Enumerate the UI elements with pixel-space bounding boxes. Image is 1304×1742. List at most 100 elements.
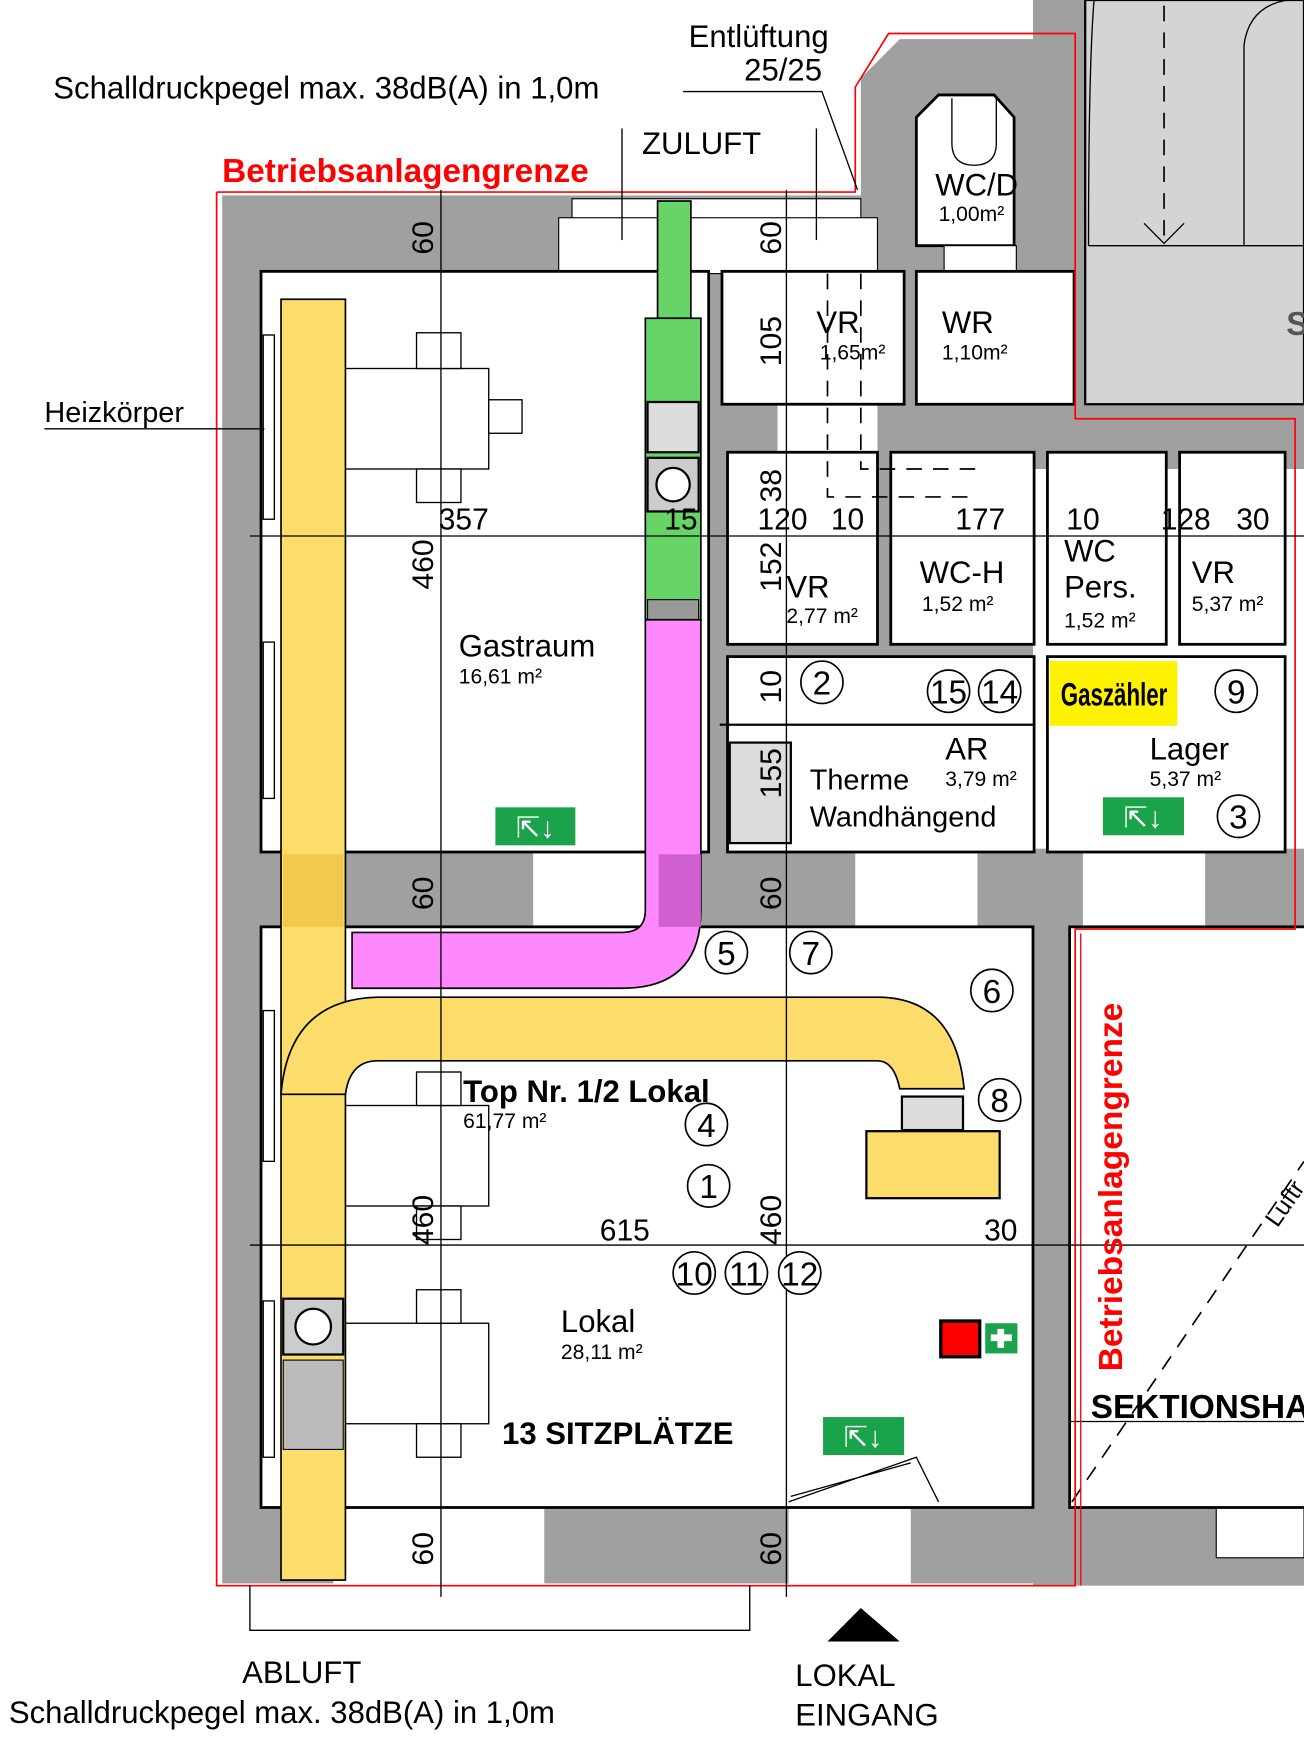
room-wcp-area: 1,52 m² xyxy=(1064,610,1136,633)
marker-6: 6 xyxy=(969,968,1014,1013)
dimension-labels: 60 357 460 15 60 105 38 120 10 177 10 12… xyxy=(407,221,1269,1565)
fan-circle xyxy=(655,466,691,503)
room-wr xyxy=(914,269,1076,406)
room-gastraum-name: Gastraum xyxy=(459,629,595,664)
gas-meter-box xyxy=(1049,661,1178,726)
markers: 1 2 3 4 5 6 7 8 9 10 11 12 14 15 xyxy=(672,660,1261,1296)
marker-2: 2 xyxy=(800,660,844,705)
ac-unit xyxy=(865,1130,1001,1200)
entrance-label-2: EINGANG xyxy=(795,1697,938,1732)
dim: 60 xyxy=(755,877,788,911)
entrance-label-1: LOKAL xyxy=(795,1658,895,1693)
opening xyxy=(855,852,978,927)
svg-text:⇱↓: ⇱↓ xyxy=(844,1422,883,1454)
ar-separator xyxy=(719,723,1035,726)
exhaust-filter-icon xyxy=(282,1359,344,1450)
exit-sign: ⇱↓ xyxy=(495,807,576,846)
room-wr-area: 1,10m² xyxy=(942,342,1008,365)
room-lager-area: 5,37 m² xyxy=(1150,768,1222,791)
stair-arc xyxy=(1087,0,1304,247)
exit-sign: ⇱↓ xyxy=(823,1417,905,1456)
marker-8: 8 xyxy=(977,1077,1022,1122)
ac-fan-icon xyxy=(900,1095,965,1132)
silencer-icon xyxy=(646,400,700,454)
marker-9: 9 xyxy=(1214,669,1259,714)
sound-level-bottom: Schalldruckpegel max. 38dB(A) in 1,0m xyxy=(9,1695,555,1730)
boundary-label-right: Betriebsanlagengrenze xyxy=(1093,1003,1130,1372)
dim: 10 xyxy=(831,503,864,536)
svg-text:11: 11 xyxy=(729,1256,764,1293)
dim: 120 xyxy=(758,503,808,536)
room-wch-name: WC-H xyxy=(920,555,1005,590)
dimension-lines xyxy=(249,90,1304,1632)
therme-unit xyxy=(728,741,792,845)
shaft-dash xyxy=(826,273,976,498)
dim: 357 xyxy=(439,503,489,536)
exhaust-air-label: ABLUFT xyxy=(242,1655,361,1690)
boundary-label-top: Betriebsanlagengrenze xyxy=(222,153,589,190)
tables xyxy=(343,332,940,1503)
marker-5: 5 xyxy=(704,930,749,975)
svg-text:4: 4 xyxy=(697,1108,716,1145)
room-gastraum-area: 16,61 m² xyxy=(459,665,542,688)
seats-label: 13 SITZPLÄTZE xyxy=(502,1416,733,1451)
stair-area xyxy=(1084,0,1304,406)
radiators xyxy=(262,334,276,1458)
room-ar-area: 3,79 m² xyxy=(945,768,1017,791)
room-wcd-area: 1,00m² xyxy=(939,203,1005,226)
filter-icon xyxy=(647,599,700,621)
opening xyxy=(571,198,862,220)
room-wcp-name1: WC xyxy=(1064,534,1116,569)
svg-text:⇱↓: ⇱↓ xyxy=(516,812,555,844)
dim: 60 xyxy=(407,1532,440,1566)
room-vr2-name: VR xyxy=(786,569,829,604)
svg-text:12: 12 xyxy=(781,1256,818,1293)
radiator-label: Heizkörper xyxy=(44,397,184,429)
exhaust-duct-shade xyxy=(283,854,344,927)
room-top-area: 61,77 m² xyxy=(463,1110,546,1133)
marker-4: 4 xyxy=(684,1102,729,1147)
dim: 30 xyxy=(1236,503,1269,536)
svg-text:2: 2 xyxy=(813,665,832,702)
dim: 105 xyxy=(755,316,788,366)
room-lokal-area: 28,11 m² xyxy=(561,1341,643,1364)
room-wch-area: 1,52 m² xyxy=(922,593,994,616)
svg-text:⇱↓: ⇱↓ xyxy=(1124,802,1163,834)
dim: 177 xyxy=(955,503,1005,536)
opening xyxy=(788,1507,911,1584)
exhaust-duct-horizontal xyxy=(280,996,966,1096)
dim: 152 xyxy=(755,542,788,592)
vent-size: 25/25 xyxy=(744,52,822,87)
svg-text:10: 10 xyxy=(676,1256,713,1293)
marker-15: 15 xyxy=(926,669,971,714)
dim: 460 xyxy=(407,539,440,589)
room-wr-name: WR xyxy=(942,305,994,340)
room-wcd xyxy=(914,93,1016,248)
room-vr3 xyxy=(1178,450,1287,646)
svg-text:15: 15 xyxy=(930,674,967,711)
room-vr2-area: 2,77 m² xyxy=(786,605,858,628)
svg-text:14: 14 xyxy=(981,674,1018,711)
dim: 60 xyxy=(407,877,440,911)
room-vr1-area: 1,65m² xyxy=(820,342,886,365)
svg-text:5: 5 xyxy=(717,936,736,973)
dim: 460 xyxy=(407,1195,440,1245)
vent-label: Entlüftung xyxy=(689,19,829,54)
gas-meter-label: Gaszähler xyxy=(1061,677,1168,713)
svg-text:6: 6 xyxy=(983,974,1002,1011)
section-label: SEKTIONSHA xyxy=(1091,1389,1304,1426)
room-section xyxy=(1068,925,1304,1509)
dim: 128 xyxy=(1161,503,1211,536)
arrow-head xyxy=(1143,222,1185,245)
marker-3: 3 xyxy=(1216,794,1261,839)
svg-text:1: 1 xyxy=(699,1169,718,1206)
therme-line2: Wandhängend xyxy=(810,801,997,833)
supply-duct xyxy=(656,200,692,320)
dim: 460 xyxy=(755,1195,788,1245)
room-vr1-name: VR xyxy=(816,305,859,340)
dim: 10 xyxy=(1066,503,1099,536)
exit-sign: ⇱↓ xyxy=(1102,797,1185,836)
dim: 60 xyxy=(755,221,788,255)
return-duct-shade xyxy=(658,854,701,927)
